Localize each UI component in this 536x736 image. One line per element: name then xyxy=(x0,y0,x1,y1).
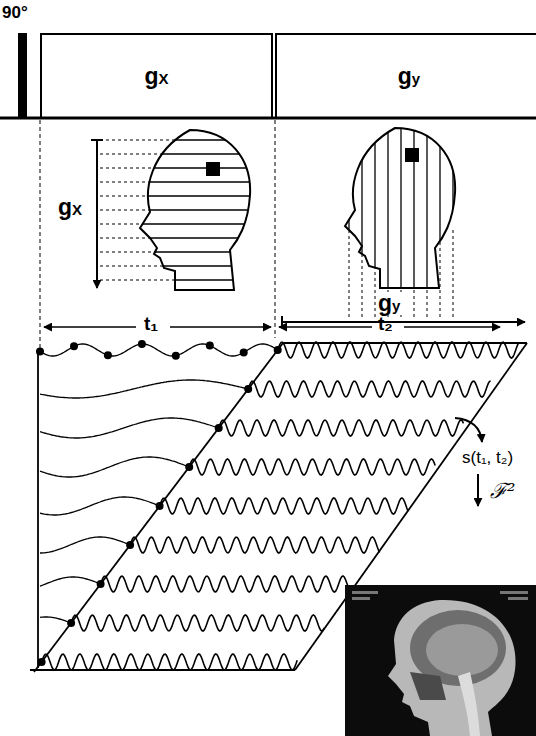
wave-trace xyxy=(40,380,247,398)
gradient-axis xyxy=(96,140,98,288)
axis-label: gy xyxy=(376,292,402,315)
sample-dot xyxy=(206,342,214,350)
wave-trace xyxy=(71,615,324,631)
wave-trace xyxy=(40,537,130,553)
sample-dot xyxy=(67,619,75,627)
gradient-box: gX xyxy=(40,33,273,119)
divider xyxy=(40,120,41,350)
wave-trace xyxy=(42,654,298,670)
wave-trace xyxy=(101,576,353,592)
wave-trace xyxy=(40,418,219,438)
wave-trace xyxy=(160,498,408,514)
wave-trace xyxy=(40,497,159,515)
mri-image xyxy=(345,585,536,736)
wave-trace xyxy=(40,577,100,586)
sample-dot xyxy=(38,658,46,666)
sample-dot xyxy=(185,463,193,471)
signal-label: s(t₁, t₂) xyxy=(462,449,513,468)
axis-label: gX xyxy=(56,196,84,219)
sample-dot xyxy=(36,347,44,355)
head-slices xyxy=(130,130,255,290)
sample-dot xyxy=(126,541,134,549)
sample-dot xyxy=(172,352,180,360)
wave-trace xyxy=(248,381,490,397)
pointer-arrow xyxy=(477,474,479,506)
sample-dot xyxy=(97,580,105,588)
pulse-label: 90° xyxy=(2,4,28,23)
head-slices xyxy=(345,128,455,288)
wave-trace xyxy=(189,459,435,475)
wave-trace xyxy=(219,420,464,436)
sample-dot xyxy=(138,340,146,348)
gradient-label: gy xyxy=(398,65,420,88)
sample-dot xyxy=(240,348,248,356)
wave-trace xyxy=(278,342,519,358)
sample-dot xyxy=(244,385,252,393)
wave-trace xyxy=(40,457,189,477)
sample-dot xyxy=(215,424,223,432)
transform-label: ℱ² xyxy=(490,480,515,503)
wave-trace xyxy=(40,617,70,623)
time-label: t₂ xyxy=(378,314,393,335)
sample-dot xyxy=(274,346,282,354)
sample-dot xyxy=(70,342,78,350)
wave-trace xyxy=(130,537,380,553)
sample-dot xyxy=(156,502,164,510)
rf-pulse xyxy=(18,33,27,118)
gradient-axis xyxy=(282,321,525,323)
sample-dot xyxy=(104,351,112,359)
gradient-box: gy xyxy=(275,33,536,119)
gradient-label: gX xyxy=(144,65,168,88)
time-label: t₁ xyxy=(144,314,158,335)
divider xyxy=(275,120,276,338)
pointer-arrow xyxy=(455,418,482,442)
time-arrows xyxy=(44,326,500,328)
